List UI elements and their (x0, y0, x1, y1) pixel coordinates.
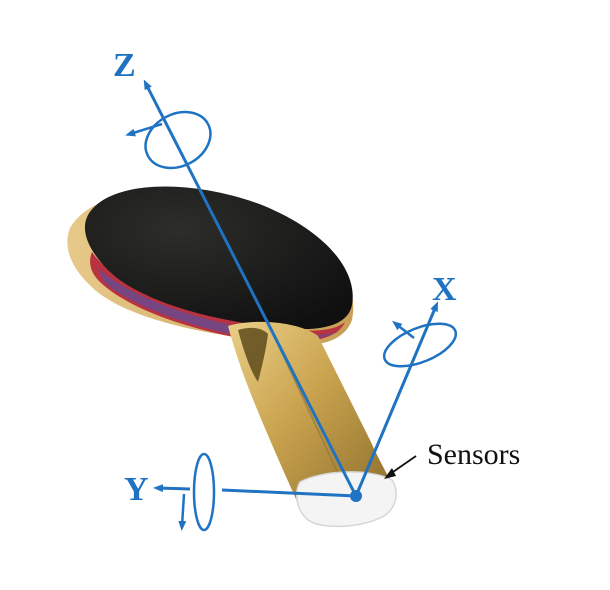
ping-pong-paddle (67, 186, 397, 528)
z-rotation-arrow (125, 122, 163, 137)
z-axis-label: Z (113, 47, 136, 84)
paddle-black-rubber (84, 186, 353, 330)
x-rotation-ring (382, 322, 458, 368)
z-axis-line (143, 79, 358, 497)
sensor-origin-dot (350, 490, 362, 502)
sensor-cap (295, 471, 397, 528)
sensors-label: Sensors (427, 438, 520, 471)
x-axis-label: X (432, 271, 457, 308)
x-rotation-arrow (392, 320, 415, 339)
y-rotation-arrow (178, 493, 187, 531)
paddle-handle (228, 321, 392, 511)
y-axis-label: Y (124, 471, 149, 508)
paddle-purple-band (98, 268, 342, 341)
x-axis-line (354, 301, 438, 497)
z-rotation-ring (144, 110, 212, 170)
paddle-handle-inlay (238, 327, 268, 382)
y-rotation-ring (192, 452, 216, 532)
axes-group (125, 79, 458, 532)
y-axis-line (221, 488, 357, 498)
sensors-pointer (384, 455, 417, 479)
y-axis-line-outer (153, 484, 191, 493)
